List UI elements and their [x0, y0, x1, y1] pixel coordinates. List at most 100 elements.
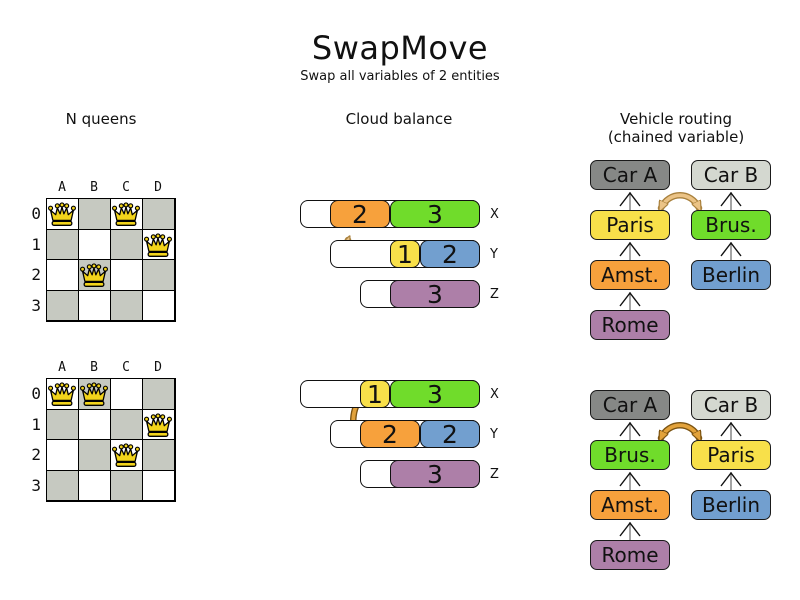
- vehicle-node-amst: Amst.: [590, 490, 670, 520]
- queen-B2: [79, 262, 109, 288]
- board-column-label: A: [58, 360, 66, 375]
- board-row-label: 1: [31, 234, 41, 254]
- cloud-row-label-Y: Y: [490, 247, 498, 262]
- cloud-row-label-Z: Z: [490, 467, 499, 482]
- board-cell-D0: [143, 379, 175, 410]
- chain-arrow: [716, 470, 746, 490]
- queen-B0: [79, 381, 109, 407]
- queen-A0: [47, 201, 77, 227]
- board-cell-D0: [143, 199, 175, 230]
- chain-arrow: [615, 190, 645, 210]
- board-cell-B0: [79, 199, 111, 230]
- chain-arrow-icon: [720, 241, 742, 260]
- board-cell-D3: [143, 470, 175, 501]
- queen-C2: [111, 442, 141, 468]
- board-cell-A2: [47, 260, 79, 291]
- queen-icon: [79, 263, 109, 287]
- chain-arrow-icon: [720, 471, 742, 490]
- chain-arrow: [615, 470, 645, 490]
- chain-arrow-icon: [619, 471, 641, 490]
- cloud-row-label-X: X: [490, 207, 499, 222]
- chain-arrow: [615, 240, 645, 260]
- section-label-nqueens: N queens: [65, 110, 137, 128]
- nqueens-board-after: [46, 378, 176, 502]
- chain-arrow-icon: [619, 191, 641, 210]
- cloud-process-block-orange: 2: [360, 420, 420, 449]
- vehicle-node-berlin: Berlin: [691, 260, 771, 290]
- board-row-label: 3: [31, 295, 41, 315]
- queen-icon: [47, 382, 77, 406]
- board-cell-B3: [79, 470, 111, 501]
- cloud-process-block-green: 3: [390, 380, 480, 409]
- board-cell-B1: [79, 409, 111, 440]
- cloud-row-label-X: X: [490, 387, 499, 402]
- vehicle-node-carb: Car B: [691, 160, 771, 190]
- vehicle-node-paris: Paris: [590, 210, 670, 240]
- chain-arrow-icon: [720, 421, 742, 440]
- queen-D1: [143, 412, 173, 438]
- board-cell-B1: [79, 229, 111, 260]
- board-cell-C3: [111, 290, 143, 321]
- chain-arrow: [716, 240, 746, 260]
- queen-icon: [79, 382, 109, 406]
- board-cell-C1: [111, 409, 143, 440]
- cloud-row-label-Z: Z: [490, 287, 499, 302]
- cloud-process-block-blue: 2: [420, 420, 480, 449]
- chain-arrow: [615, 420, 645, 440]
- cloud-row-label-Y: Y: [490, 427, 498, 442]
- cloud-process-block-yellow: 1: [360, 380, 390, 409]
- board-row-label: 0: [31, 384, 41, 403]
- section-label-cloud-balance: Cloud balance: [345, 110, 453, 128]
- board-column-label: D: [154, 360, 162, 375]
- page-subtitle: Swap all variables of 2 entities: [300, 69, 500, 84]
- vehicle-node-cara: Car A: [590, 160, 670, 190]
- board-cell-B3: [79, 290, 111, 321]
- cloud-process-block-purple: 3: [390, 280, 480, 309]
- board-column-label: B: [90, 180, 98, 195]
- board-cell-A3: [47, 290, 79, 321]
- board-row-label: 2: [31, 265, 41, 284]
- vehicle-node-amst: Amst.: [590, 260, 670, 290]
- vehicle-node-berlin: Berlin: [691, 490, 771, 520]
- queen-icon: [143, 412, 173, 437]
- chain-arrow: [716, 420, 746, 440]
- board-cell-D2: [143, 440, 175, 471]
- cloud-process-block-blue: 2: [420, 240, 480, 269]
- board-cell-C0: [111, 379, 143, 410]
- chain-arrow-icon: [619, 421, 641, 440]
- board-row-label: 2: [31, 445, 41, 464]
- board-cell-A1: [47, 229, 79, 260]
- vehicle-node-brus: Brus.: [691, 210, 771, 240]
- board-cell-C3: [111, 470, 143, 501]
- board-row-label: 1: [31, 414, 41, 434]
- board-column-label: C: [122, 180, 130, 195]
- queen-A0: [47, 381, 77, 407]
- board-row-label: 0: [31, 204, 41, 223]
- chain-arrow: [615, 290, 645, 310]
- cloud-process-block-yellow: 1: [390, 240, 420, 269]
- swap-arrow-vehicle-before: [657, 192, 703, 208]
- chain-arrow-icon: [619, 241, 641, 260]
- board-column-label: A: [58, 180, 66, 195]
- page-title: SwapMove: [311, 29, 489, 67]
- cloud-process-block-purple: 3: [390, 460, 480, 489]
- queen-icon: [143, 232, 173, 257]
- cloud-process-block-green: 3: [390, 200, 480, 229]
- queen-icon: [47, 202, 77, 226]
- chain-arrow-icon: [720, 191, 742, 210]
- board-cell-C2: [111, 260, 143, 291]
- board-cell-D2: [143, 260, 175, 291]
- queen-D1: [143, 232, 173, 258]
- board-cell-D3: [143, 290, 175, 321]
- queen-icon: [111, 202, 141, 226]
- board-cell-A1: [47, 409, 79, 440]
- board-cell-C1: [111, 229, 143, 260]
- swap-arrow-vehicle-after: [657, 422, 703, 438]
- chain-arrow-icon: [619, 521, 641, 540]
- board-column-label: B: [90, 360, 98, 375]
- board-cell-A2: [47, 440, 79, 471]
- board-column-label: C: [122, 360, 130, 375]
- chain-arrow-icon: [619, 291, 641, 310]
- board-cell-B2: [79, 440, 111, 471]
